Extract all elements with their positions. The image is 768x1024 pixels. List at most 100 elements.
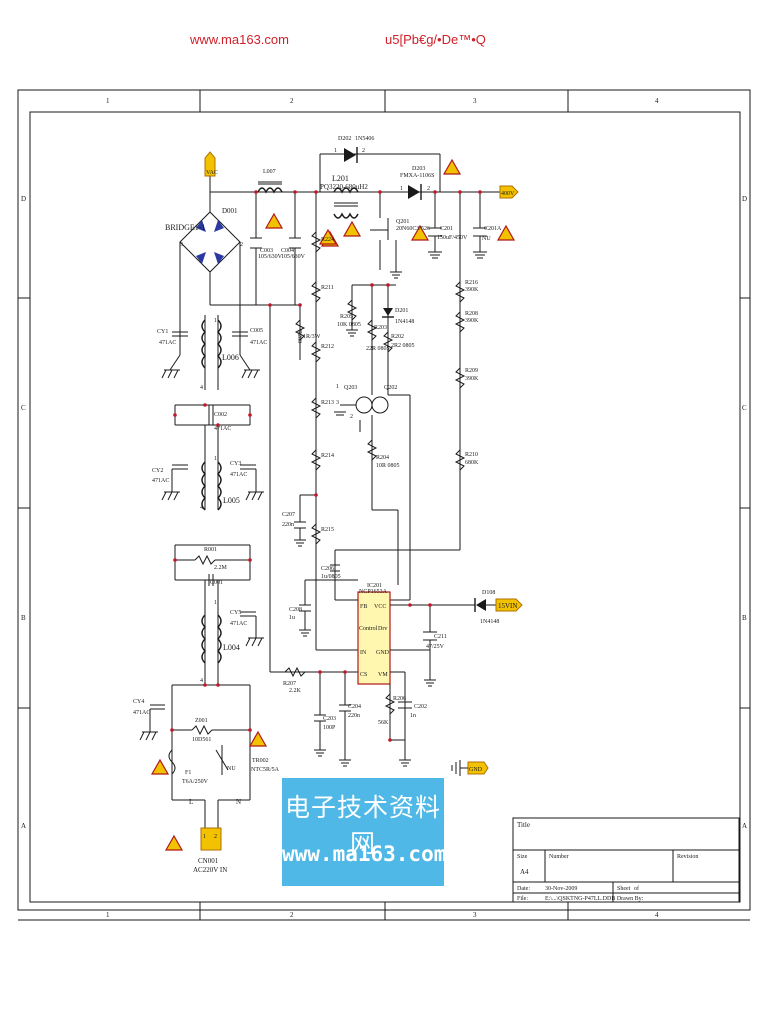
output-400v-flag bbox=[499, 185, 519, 199]
label-r211: R211 bbox=[321, 285, 334, 291]
label-cn001-pin1: 1 bbox=[203, 834, 206, 840]
warning-triangles bbox=[150, 158, 516, 851]
label-ic201: IC201 bbox=[367, 583, 382, 589]
outer-frame bbox=[17, 89, 751, 911]
label-q203-pin1: 1 bbox=[336, 384, 339, 390]
label-ic201-part: NCP1653A bbox=[359, 589, 388, 595]
label-cy5: CY5 bbox=[230, 610, 241, 616]
label-cy5-val: 471AC bbox=[230, 621, 247, 627]
title-block-size-value: A4 bbox=[520, 868, 529, 876]
label-c207: C207 bbox=[282, 512, 295, 518]
label-l007: L007 bbox=[263, 169, 276, 175]
label-r203-val: 22R 0805 bbox=[366, 346, 390, 352]
header-garbled-title: u5[Pb€g/•De™•Q bbox=[385, 32, 486, 47]
label-d202: D202 bbox=[338, 136, 351, 142]
label-r204-val: 10R 0805 bbox=[376, 463, 400, 469]
label-r206-val: 56K bbox=[378, 720, 389, 726]
label-line-l: L bbox=[189, 798, 193, 806]
label-tr002-val: NTC5R/5A bbox=[251, 767, 280, 773]
label-15vin: 15VIN bbox=[498, 602, 517, 610]
title-block bbox=[512, 817, 740, 903]
coil-l004-b bbox=[217, 614, 222, 664]
row-label-right-c: C bbox=[742, 404, 747, 412]
label-z001-val: 10D561 bbox=[192, 737, 211, 743]
label-r202: R202 bbox=[391, 334, 404, 340]
row-label-left-d: D bbox=[21, 195, 26, 203]
label-cy2-val: 471AC bbox=[152, 478, 169, 484]
coil-l005-a bbox=[201, 461, 206, 511]
watermark-url[interactable]: www.ma163.com bbox=[282, 842, 447, 866]
coil-l006-a bbox=[201, 319, 206, 369]
label-cn001: CN001 bbox=[198, 857, 219, 865]
label-ic-pin-gnd: GND bbox=[376, 650, 390, 656]
title-block-number-label: Number bbox=[549, 854, 569, 860]
label-ic-pin-vm: VM bbox=[378, 672, 388, 678]
label-c201a: C201A bbox=[484, 226, 502, 232]
label-r209: R209 bbox=[465, 368, 478, 374]
label-c208-val: 1u bbox=[289, 615, 295, 621]
label-cy2: CY2 bbox=[152, 468, 163, 474]
label-c002: C002 bbox=[214, 412, 227, 418]
label-r216-val: 390K bbox=[465, 287, 479, 293]
label-c202-val: 1n bbox=[410, 713, 416, 719]
connector-cn001 bbox=[200, 827, 222, 851]
label-ic-pin-fb: FB bbox=[360, 604, 367, 610]
header-site-url[interactable]: www.ma163.com bbox=[190, 32, 289, 47]
label-r207-val: 2.2K bbox=[289, 688, 302, 694]
label-cy3: CY3 bbox=[230, 461, 241, 467]
label-d108: D108 bbox=[482, 590, 495, 596]
title-block-sheet-label: Sheet bbox=[617, 886, 631, 892]
col-label-top-3: 3 bbox=[473, 97, 477, 105]
label-c004: C004 bbox=[281, 248, 294, 254]
title-block-title-label: Title bbox=[517, 821, 530, 829]
label-q202: Q202 bbox=[384, 385, 397, 391]
label-c001: C001 bbox=[210, 580, 223, 586]
label-q201-part: 20N60C3/526 bbox=[396, 226, 430, 232]
label-bridge: BRIDGE1-1 bbox=[165, 223, 205, 232]
ic-wiring bbox=[284, 494, 475, 760]
label-cn001-val: AC220V IN bbox=[193, 866, 227, 874]
label-d001: D001 bbox=[222, 207, 238, 215]
gnd-flag bbox=[467, 761, 489, 775]
label-d108-part: 1N4148 bbox=[480, 619, 499, 625]
fuse-symbol bbox=[168, 749, 176, 775]
label-r216: R216 bbox=[465, 280, 478, 286]
label-r214: R214 bbox=[321, 453, 334, 459]
label-r210: R210 bbox=[465, 452, 478, 458]
chassis-grounds bbox=[139, 369, 264, 741]
title-block-sheet-of: of bbox=[634, 885, 639, 892]
label-c202: C202 bbox=[414, 704, 427, 710]
resistor-chain-middle bbox=[294, 231, 322, 545]
diode-d203-symbol bbox=[408, 185, 420, 199]
label-fuse: F1 bbox=[185, 770, 191, 776]
label-cy4-val: 471AC bbox=[133, 710, 150, 716]
driver-section bbox=[340, 284, 411, 601]
label-line-n: N bbox=[236, 798, 241, 806]
label-l006: L006 bbox=[222, 353, 239, 362]
label-r204: R204 bbox=[376, 455, 389, 461]
coil-l005-b bbox=[217, 461, 222, 511]
label-l201-part: PQ3220-680uH2 bbox=[320, 183, 368, 191]
label-q201: Q201 bbox=[396, 219, 409, 225]
label-tr002: TR002 bbox=[252, 758, 269, 764]
title-block-size-label: Size bbox=[517, 854, 528, 860]
label-r210-val: 680K bbox=[465, 460, 479, 466]
label-cy4: CY4 bbox=[133, 699, 144, 705]
ground-symbols bbox=[294, 251, 487, 767]
label-ic-pin-vcc: VCC bbox=[374, 604, 386, 610]
title-block-date-value: 30-Nov-2009 bbox=[545, 886, 577, 892]
diode-d202-symbol bbox=[344, 148, 356, 162]
input-15v-flag bbox=[495, 598, 523, 612]
label-400v: 400V bbox=[501, 191, 515, 197]
col-label-bottom-4: 4 bbox=[655, 911, 659, 919]
gnd-symbol-main bbox=[451, 760, 468, 776]
label-d203-pin2: 2 bbox=[427, 186, 430, 192]
label-c002-val: 471AC bbox=[214, 426, 231, 432]
watermark-banner[interactable]: 电子技术资料网 www.ma163.com bbox=[282, 778, 447, 886]
label-r208-val: 390K bbox=[465, 318, 479, 324]
row-label-right-b: B bbox=[742, 614, 747, 622]
label-r207: R207 bbox=[283, 681, 296, 687]
label-d201: D201 bbox=[395, 308, 408, 314]
label-c204-val: 220n bbox=[348, 713, 360, 719]
